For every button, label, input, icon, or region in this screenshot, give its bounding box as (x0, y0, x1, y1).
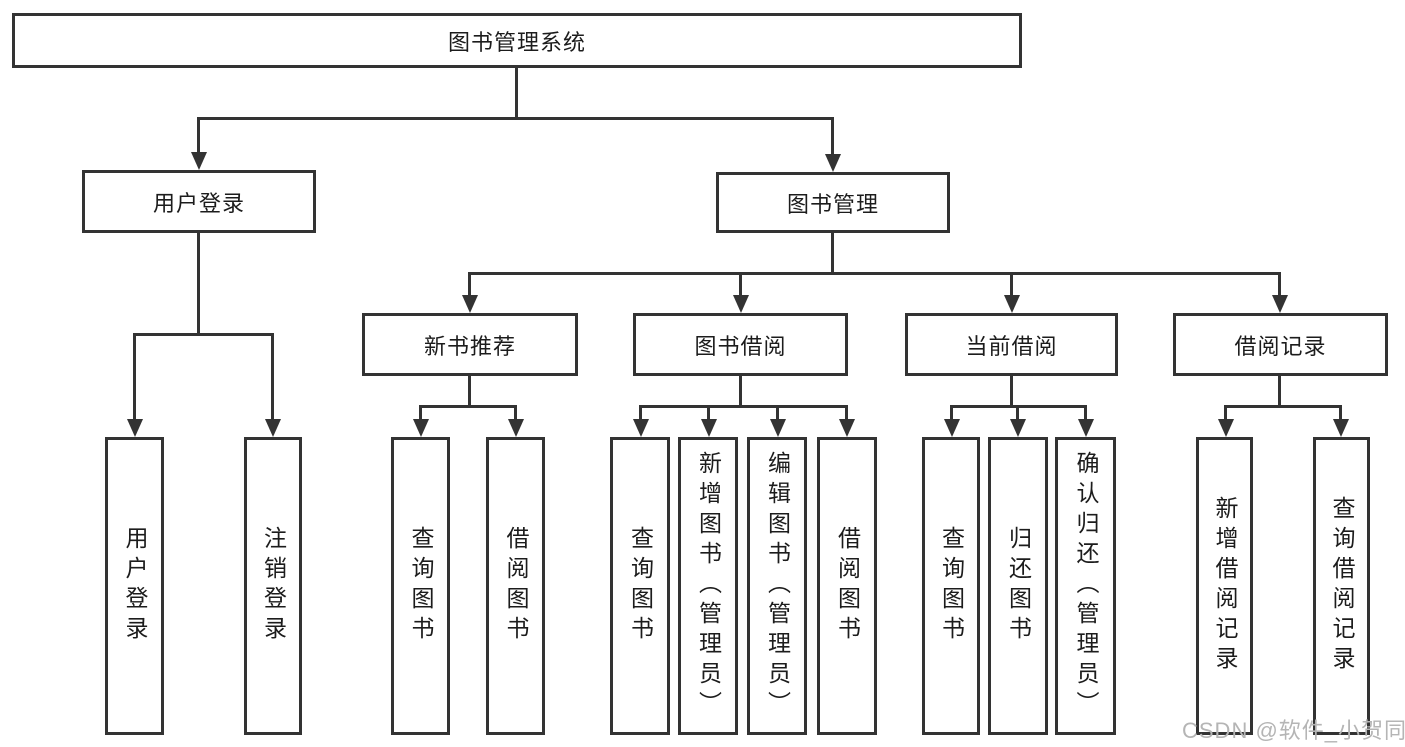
leaf-add-books-admin: 新增图书（管理员） (678, 437, 738, 735)
arrow-down-icon (508, 419, 524, 437)
connector-drop-current-borrow (1010, 272, 1013, 295)
connector-drop-book-borrow (739, 272, 742, 295)
leaf-label: 查询图书 (627, 526, 654, 646)
connector-borrow-records-stem (1278, 376, 1281, 407)
leaf-label: 确认归还（管理员） (1073, 451, 1099, 721)
leaf-edit-books-admin: 编辑图书（管理员） (747, 437, 807, 735)
leaf-label: 新增借阅记录 (1212, 496, 1238, 676)
arrow-down-icon (265, 419, 281, 437)
connector-drop-borrow-records (1278, 272, 1281, 295)
arrow-down-icon (1010, 419, 1026, 437)
arrow-down-icon (1078, 419, 1094, 437)
node-label: 图书管理 (786, 191, 879, 217)
node-current-borrow: 当前借阅 (905, 313, 1118, 376)
arrow-down-icon (825, 154, 841, 172)
arrow-down-icon (462, 295, 478, 313)
leaf-label: 新增图书（管理员） (695, 451, 722, 721)
arrow-down-icon (1004, 295, 1020, 313)
arrow-down-icon (839, 419, 855, 437)
arrow-down-icon (1272, 295, 1288, 313)
connector-user-login-rail (133, 333, 274, 336)
leaf-query-books-borrow: 查询图书 (610, 437, 670, 735)
leaf-borrow-books: 借阅图书 (817, 437, 877, 735)
arrow-down-icon (633, 419, 649, 437)
leaf-label: 查询图书 (408, 526, 434, 646)
connector-new-book-rail (419, 405, 517, 408)
connector-current-borrow-stem (1010, 376, 1013, 407)
leaf-label: 用户登录 (122, 526, 148, 646)
connector-drop-leaf (707, 405, 710, 419)
arrow-down-icon (770, 419, 786, 437)
arrow-down-icon (701, 419, 717, 437)
leaf-label: 借阅图书 (834, 526, 861, 646)
arrow-down-icon (1218, 419, 1234, 437)
node-label: 借阅记录 (1234, 333, 1327, 359)
arrow-down-icon (944, 419, 960, 437)
connector-borrow-records-rail (1224, 405, 1342, 408)
leaf-query-borrow-record: 查询借阅记录 (1313, 437, 1370, 735)
leaf-label: 借阅图书 (503, 526, 529, 646)
leaf-confirm-return-admin: 确认归还（管理员） (1055, 437, 1116, 735)
leaf-query-books-recommend: 查询图书 (391, 437, 450, 735)
connector-new-book-stem (468, 376, 471, 407)
node-new-book-recommend: 新书推荐 (362, 313, 578, 376)
connector-drop-leaf (271, 333, 274, 419)
leaf-label: 查询图书 (938, 526, 965, 646)
arrow-down-icon (733, 295, 749, 313)
connector-drop-leaf (950, 405, 953, 419)
leaf-query-books-current: 查询图书 (922, 437, 980, 735)
node-label: 图书管理系统 (447, 29, 586, 55)
arrow-down-icon (191, 152, 207, 170)
connector-book-management-rail (470, 272, 1281, 275)
connector-drop-new-book (468, 272, 471, 295)
leaf-label: 归还图书 (1005, 526, 1032, 646)
leaf-logout: 注销登录 (244, 437, 302, 735)
connector-drop-user-login (197, 117, 200, 153)
connector-drop-leaf (1016, 405, 1019, 419)
connector-drop-book-management (831, 117, 834, 154)
leaf-label: 查询借阅记录 (1329, 496, 1355, 676)
connector-book-borrow-stem (739, 376, 742, 407)
connector-drop-leaf (845, 405, 848, 419)
leaf-add-borrow-record: 新增借阅记录 (1196, 437, 1253, 735)
node-label: 新书推荐 (423, 333, 516, 359)
connector-drop-leaf (639, 405, 642, 419)
node-label: 用户登录 (152, 190, 245, 216)
leaf-label: 注销登录 (260, 526, 287, 646)
connector-book-management-stem (831, 233, 834, 274)
connector-drop-leaf (1339, 405, 1342, 419)
arrow-down-icon (127, 419, 143, 437)
connector-root-rail (198, 117, 834, 120)
connector-drop-leaf (514, 405, 517, 419)
node-library-management-system: 图书管理系统 (12, 13, 1022, 68)
node-label: 图书借阅 (694, 333, 787, 359)
connector-drop-leaf (419, 405, 422, 419)
csdn-watermark: CSDN @软件_小贺同学 (1182, 718, 1405, 743)
connector-drop-leaf (1084, 405, 1087, 419)
arrow-down-icon (1333, 419, 1349, 437)
node-book-management: 图书管理 (716, 172, 950, 233)
leaf-borrow-books-recommend: 借阅图书 (486, 437, 545, 735)
node-borrow-records: 借阅记录 (1173, 313, 1388, 376)
leaf-label: 编辑图书（管理员） (764, 451, 791, 721)
connector-user-login-stem (197, 233, 200, 335)
arrow-down-icon (413, 419, 429, 437)
leaf-return-books: 归还图书 (988, 437, 1048, 735)
connector-drop-leaf (133, 333, 136, 419)
connector-drop-leaf (776, 405, 779, 419)
connector-root-stem (515, 68, 518, 118)
connector-drop-leaf (1224, 405, 1227, 419)
node-user-login: 用户登录 (82, 170, 316, 233)
node-label: 当前借阅 (965, 333, 1058, 359)
leaf-user-login: 用户登录 (105, 437, 164, 735)
node-book-borrow: 图书借阅 (633, 313, 848, 376)
connector-book-borrow-rail (639, 405, 848, 408)
